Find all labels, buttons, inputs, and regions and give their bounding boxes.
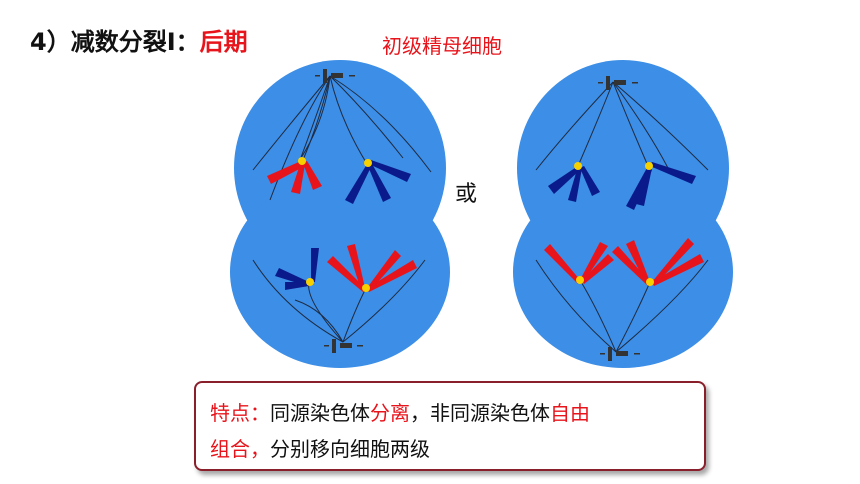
chromosome-blue-upper <box>345 160 411 204</box>
chromosome-blue-lower <box>275 248 319 290</box>
cell-lower-lobe <box>513 176 733 368</box>
chromosome-red-lower <box>327 244 417 292</box>
note-highlight: 组合， <box>210 437 270 461</box>
cell-diagram-left <box>230 60 450 368</box>
centromere <box>576 276 584 284</box>
centromere <box>298 157 306 165</box>
note-label: 特点： <box>210 401 270 425</box>
note-highlight: 自由 <box>550 401 590 425</box>
cell-diagram-right <box>513 60 733 368</box>
chromosome-red-lower-right <box>612 238 704 286</box>
title-highlight: 后期 <box>199 28 248 56</box>
centromere <box>306 278 314 286</box>
centrosome-top <box>598 76 638 90</box>
cell-type-label: 初级精母细胞 <box>382 34 502 58</box>
centromere <box>646 278 654 286</box>
chromosome-blue-upper-left <box>548 166 600 202</box>
note-line-2: 组合，分别移向细胞两级 <box>210 431 692 467</box>
centromere <box>645 162 653 170</box>
feature-note-box: 特点：同源染色体分离，非同源染色体自由 组合，分别移向细胞两级 <box>194 381 706 471</box>
centromere <box>364 159 372 167</box>
centrosome-top <box>315 69 355 83</box>
or-label: 或 <box>455 182 478 207</box>
centromere <box>362 284 370 292</box>
chromosome-red-upper <box>267 161 322 194</box>
centromere <box>574 162 582 170</box>
note-text: 同源染色体 <box>270 401 370 425</box>
spindle-fibers <box>252 75 432 343</box>
note-line-1: 特点：同源染色体分离，非同源染色体自由 <box>210 395 692 431</box>
note-highlight: 分离 <box>370 401 410 425</box>
centrosome-bottom <box>324 339 363 353</box>
spindle-fibers <box>535 81 709 353</box>
slide-title: 4）减数分裂Ⅰ：后期 <box>30 22 248 57</box>
centrosome-bottom <box>600 347 640 361</box>
note-text: ，非同源染色体 <box>410 401 550 425</box>
chromosome-blue-upper-right <box>626 162 696 210</box>
chromosome-red-lower-left <box>544 242 614 284</box>
title-prefix: 4）减数分裂Ⅰ： <box>30 28 200 56</box>
note-text: 分别移向细胞两级 <box>270 437 430 461</box>
